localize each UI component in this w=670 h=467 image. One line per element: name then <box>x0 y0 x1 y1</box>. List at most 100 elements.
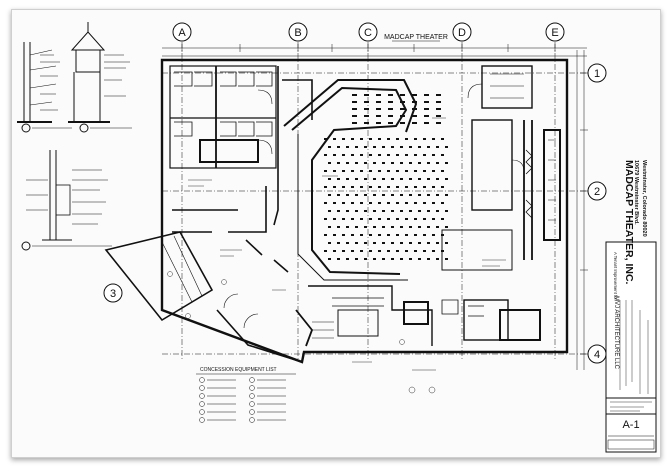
seat <box>364 178 367 180</box>
seat <box>391 194 394 196</box>
seat <box>337 178 340 180</box>
seat <box>387 170 390 172</box>
seat <box>412 101 417 103</box>
grid-bubble-e: E <box>545 22 565 42</box>
seat <box>387 154 390 156</box>
seat <box>373 162 376 164</box>
seat <box>409 258 412 260</box>
seat <box>432 218 435 220</box>
seat <box>337 146 340 148</box>
seat <box>409 242 412 244</box>
seat <box>355 162 358 164</box>
floor-plan-drawing: A B C D E 1 2 3 4 MADCAP THEATER <box>12 10 660 457</box>
seat <box>441 138 444 140</box>
seat <box>351 234 354 236</box>
seat <box>364 162 367 164</box>
seat <box>346 226 349 228</box>
seat <box>369 170 372 172</box>
seat <box>427 226 430 228</box>
title-address-line2: Westminster, Colorado 80020 <box>641 160 647 237</box>
seat <box>445 146 448 148</box>
grid-label-e: E <box>551 27 558 39</box>
seat <box>355 210 358 212</box>
seat <box>333 218 336 220</box>
seat <box>400 226 403 228</box>
seat <box>382 178 385 180</box>
seat <box>355 146 358 148</box>
seat <box>387 202 390 204</box>
seat <box>436 194 439 196</box>
seat <box>400 194 403 196</box>
seat <box>346 146 349 148</box>
seat <box>337 194 340 196</box>
seat <box>328 178 331 180</box>
seat <box>445 242 448 244</box>
seat <box>436 146 439 148</box>
seat <box>396 234 399 236</box>
grid-label-d: D <box>458 27 466 39</box>
seat <box>342 250 345 252</box>
seat <box>360 218 363 220</box>
seat <box>409 146 412 148</box>
seat <box>414 154 417 156</box>
seat <box>391 210 394 212</box>
seat <box>355 258 358 260</box>
seat <box>405 186 408 188</box>
seat <box>388 108 393 110</box>
seat <box>333 234 336 236</box>
seat <box>382 194 385 196</box>
seat <box>400 101 405 103</box>
title-block: A Tenant Improvement for: MADCAP THEATER… <box>605 160 657 453</box>
seat <box>414 234 417 236</box>
seat <box>337 258 340 260</box>
seat <box>409 178 412 180</box>
seat <box>441 154 444 156</box>
grid-bubble-c: C <box>358 22 378 42</box>
seat <box>378 234 381 236</box>
seat <box>432 186 435 188</box>
equipment-tag <box>249 417 255 423</box>
grid-bubble-3: 3 <box>103 283 123 303</box>
seat <box>427 194 430 196</box>
seat <box>412 115 417 117</box>
seat <box>436 115 441 117</box>
seat <box>441 186 444 188</box>
seat <box>396 218 399 220</box>
seat <box>352 108 357 110</box>
seat <box>396 138 399 140</box>
seat <box>436 122 441 124</box>
seat <box>400 115 405 117</box>
seat <box>369 154 372 156</box>
seat <box>405 250 408 252</box>
seat <box>436 258 439 260</box>
seat <box>414 250 417 252</box>
seat <box>364 146 367 148</box>
seat <box>328 226 331 228</box>
seat <box>373 178 376 180</box>
seat <box>382 258 385 260</box>
seat <box>351 250 354 252</box>
seat <box>328 242 331 244</box>
sheet-number: A-1 <box>622 419 639 431</box>
seat <box>333 186 336 188</box>
seat <box>376 122 381 124</box>
seat <box>355 226 358 228</box>
seat <box>337 226 340 228</box>
seating-grid <box>324 94 448 260</box>
seat <box>400 258 403 260</box>
seat <box>378 170 381 172</box>
title-address-line1: 10679 Westminster Blvd. <box>633 160 639 225</box>
seat <box>396 154 399 156</box>
seat <box>324 138 327 140</box>
concession-area <box>295 285 541 347</box>
seat <box>432 234 435 236</box>
seat <box>346 242 349 244</box>
seat <box>376 94 381 96</box>
seat <box>373 146 376 148</box>
seat <box>364 94 369 96</box>
seat <box>324 186 327 188</box>
grid-bubble-d: D <box>452 22 472 42</box>
seat <box>376 101 381 103</box>
seat <box>387 250 390 252</box>
grid-bubble-1: 1 <box>587 63 607 83</box>
